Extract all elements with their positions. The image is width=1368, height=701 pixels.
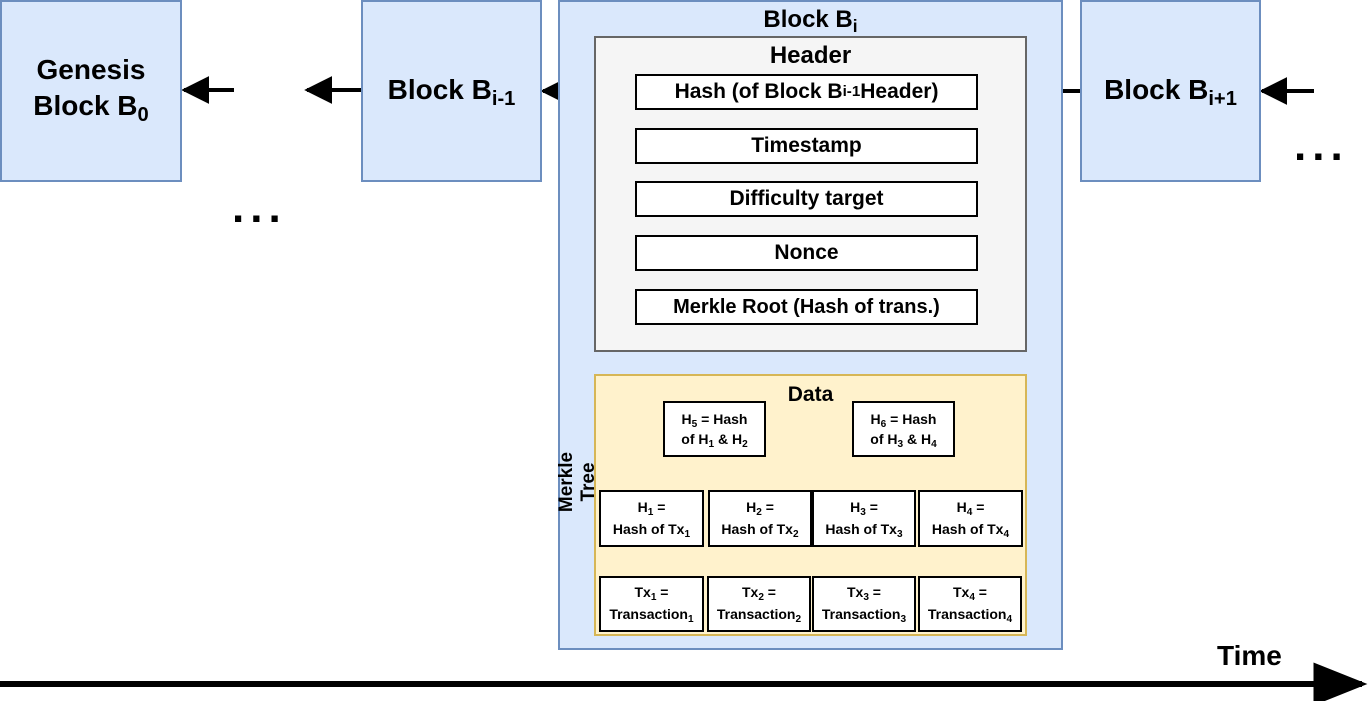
- h6-line2: of H3 & H4: [870, 431, 937, 451]
- timestamp-field: Timestamp: [635, 128, 978, 164]
- merkle-root-field: Merkle Root (Hash of trans.): [635, 289, 978, 325]
- h3-node: H3 = Hash of Tx3: [812, 490, 916, 547]
- h6-node: H6 = Hash of H3 & H4: [852, 401, 955, 457]
- h2-node: H2 = Hash of Tx2: [708, 490, 812, 547]
- genesis-block-label: Genesis Block B0: [33, 52, 149, 127]
- h5-line1: H5 = Hash: [681, 410, 748, 430]
- tx2-node: Tx2 = Transaction2: [707, 576, 811, 632]
- block-prev-label: Block Bi-1: [387, 74, 516, 111]
- block-prev: Block Bi-1: [361, 0, 542, 182]
- merkle-tree-label: Merkle Tree: [556, 447, 599, 517]
- tx3-node: Tx3 = Transaction3: [812, 576, 916, 632]
- h4-node: H4 = Hash of Tx4: [918, 490, 1023, 547]
- genesis-block: Genesis Block B0: [0, 0, 182, 182]
- time-label: Time: [1217, 640, 1282, 671]
- ellipsis-right: ...: [1294, 121, 1349, 170]
- data-title: Data: [787, 383, 834, 406]
- difficulty-field: Difficulty target: [635, 181, 978, 217]
- tx1-node: Tx1 = Transaction1: [599, 576, 704, 632]
- nonce-field: Nonce: [635, 235, 978, 271]
- h6-line1: H6 = Hash: [870, 410, 937, 430]
- tx4-node: Tx4 = Transaction4: [918, 576, 1022, 632]
- h5-line2: of H1 & H2: [681, 431, 748, 451]
- genesis-line2: Block B0: [33, 90, 149, 127]
- genesis-line1: Genesis: [36, 53, 146, 85]
- h1-node: H1 = Hash of Tx1: [599, 490, 704, 547]
- h5-node: H5 = Hash of H1 & H2: [663, 401, 766, 457]
- block-next: Block Bi+1: [1080, 0, 1261, 182]
- ellipsis-left: ...: [232, 183, 287, 232]
- header-title: Header: [769, 42, 852, 69]
- block-current-title: Block Bi: [763, 6, 858, 37]
- block-next-label: Block Bi+1: [1104, 74, 1237, 111]
